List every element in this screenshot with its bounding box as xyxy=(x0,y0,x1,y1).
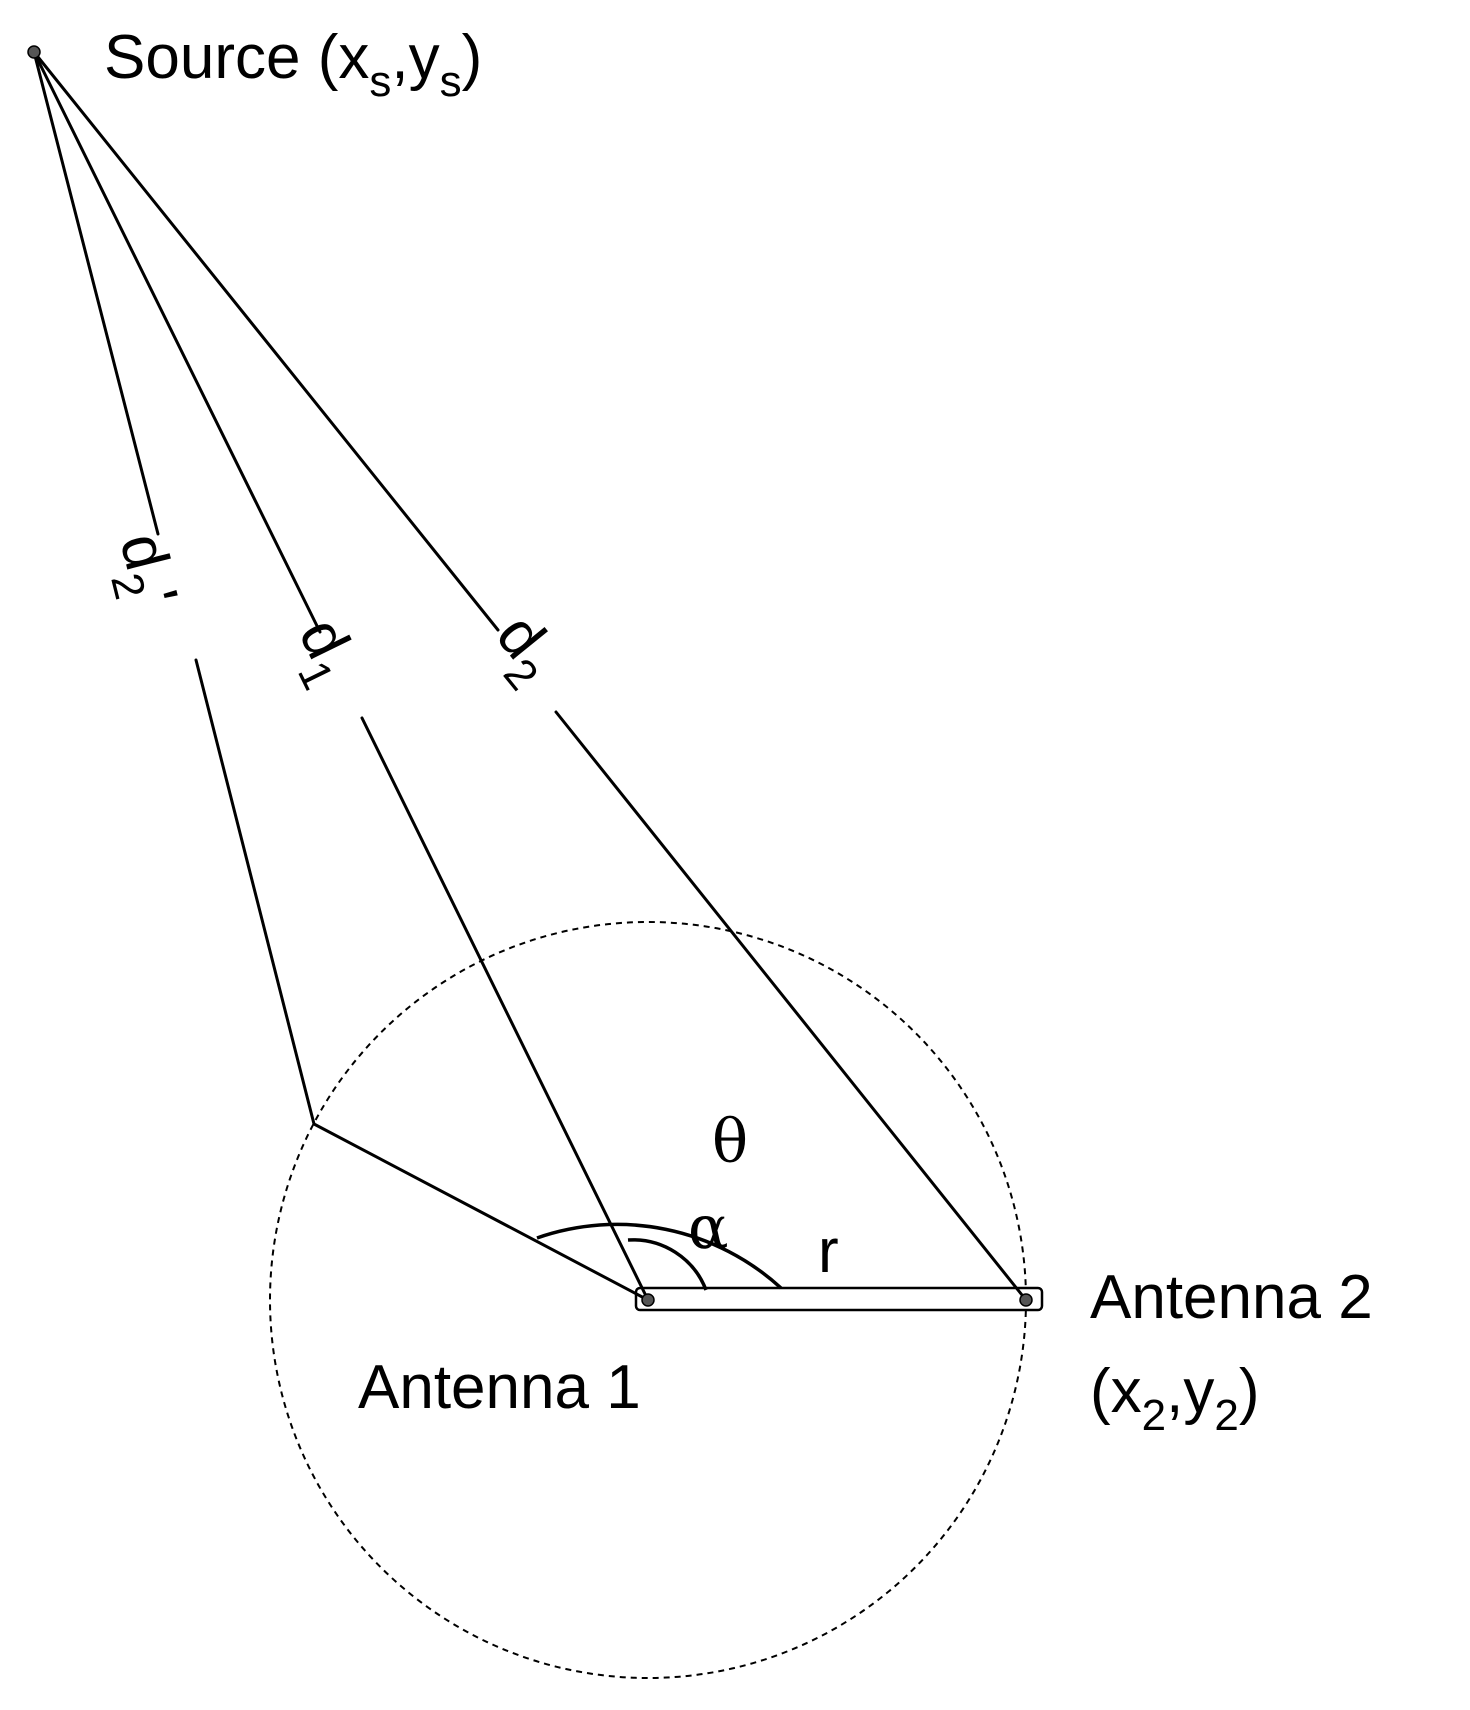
d1-line-upper xyxy=(32,50,322,634)
alpha-label: α xyxy=(688,1193,729,1263)
antenna2-coords: (x2,y2) xyxy=(1090,1357,1260,1440)
baseline-bar xyxy=(634,1286,1044,1312)
d1-line-lower xyxy=(360,716,650,1302)
d1-label: d1 xyxy=(273,608,373,697)
theta-label: θ xyxy=(712,1107,748,1177)
theta-arc xyxy=(536,1222,783,1290)
r-label: r xyxy=(818,1217,839,1286)
d2-prime-line-upper xyxy=(32,50,160,536)
d2-line-lower xyxy=(554,710,1028,1302)
svg-text:d1: d1 xyxy=(273,608,373,697)
svg-text:d2': d2' xyxy=(93,527,191,616)
antenna1-point xyxy=(641,1293,655,1307)
alpha-arc xyxy=(627,1238,708,1291)
source-label: Source (xs,ys) xyxy=(104,23,482,106)
antenna2-label: Antenna 2 xyxy=(1090,1263,1373,1332)
source-point xyxy=(27,45,41,59)
d2-prime-line-lower xyxy=(194,658,316,1126)
radius-line xyxy=(312,1122,650,1302)
antenna1-label: Antenna 1 xyxy=(358,1353,641,1422)
d2-line-upper xyxy=(32,50,500,632)
d2-prime-label: d2' xyxy=(93,527,191,616)
antenna2-point xyxy=(1019,1293,1033,1307)
